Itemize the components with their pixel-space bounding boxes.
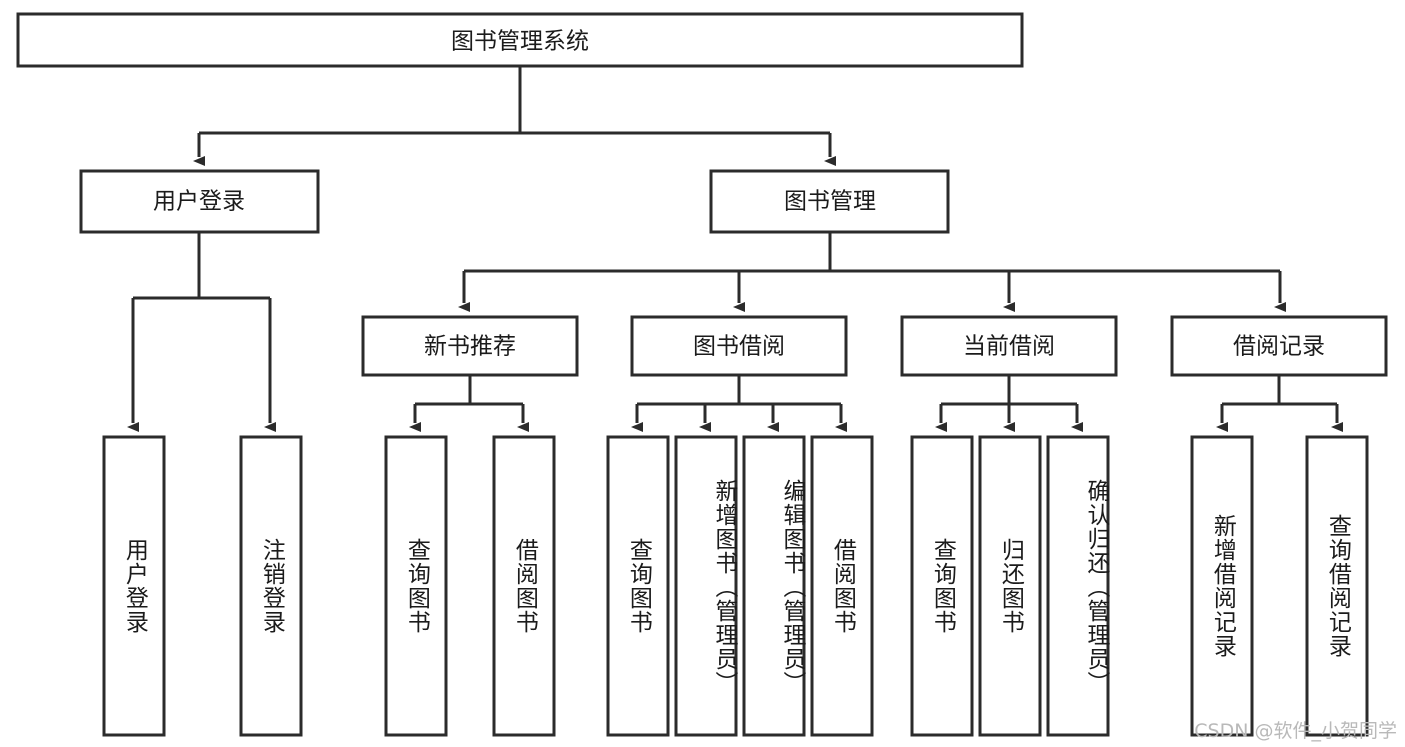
- node-book-management[interactable]: 图书管理: [709, 169, 950, 234]
- node-borrow-records-label: 借阅记录: [1233, 334, 1325, 360]
- leaf-book-borrow-3[interactable]: [810, 435, 874, 737]
- connector-currentborrow-bus: [935, 375, 1083, 432]
- leaf-user-login-0[interactable]: [102, 435, 166, 737]
- node-borrow-records[interactable]: 借阅记录: [1170, 315, 1388, 377]
- leaf-book-borrow-0[interactable]: [606, 435, 670, 737]
- connector-root-bus: [193, 131, 836, 166]
- node-book-borrow[interactable]: 图书借阅: [630, 315, 848, 377]
- leaf-borrow-records-1[interactable]: [1305, 435, 1369, 737]
- leaf-new-book-1[interactable]: [492, 435, 556, 737]
- node-book-borrow-label: 图书借阅: [693, 334, 785, 360]
- node-user-login[interactable]: 用户登录: [79, 169, 320, 234]
- leaf-current-borrow-2[interactable]: [1046, 435, 1110, 737]
- leaf-current-borrow-0[interactable]: [910, 435, 974, 737]
- connector-bookmgmt-bus: [458, 232, 1286, 312]
- leaf-new-book-0[interactable]: [384, 435, 448, 737]
- node-root[interactable]: 图书管理系统: [16, 12, 1024, 68]
- leaf-borrow-records-0[interactable]: [1190, 435, 1254, 737]
- node-current-borrow-label: 当前借阅: [963, 334, 1055, 360]
- node-new-book-recommend[interactable]: 新书推荐: [361, 315, 579, 377]
- connector-userlogin-stem: [127, 232, 276, 432]
- node-new-book-recommend-label: 新书推荐: [424, 334, 516, 360]
- node-user-login-label: 用户登录: [153, 189, 245, 215]
- leaf-current-borrow-1[interactable]: [978, 435, 1042, 737]
- connector-records-bus: [1216, 375, 1343, 432]
- node-current-borrow[interactable]: 当前借阅: [900, 315, 1118, 377]
- connector-bookborrow-bus: [631, 375, 847, 432]
- leaf-user-login-1[interactable]: [239, 435, 303, 737]
- node-root-label: 图书管理系统: [451, 29, 589, 55]
- connector-newbook-bus: [409, 375, 529, 432]
- node-book-management-label: 图书管理: [784, 189, 876, 215]
- leaf-book-borrow-2[interactable]: [742, 435, 806, 737]
- leaf-book-borrow-1[interactable]: [674, 435, 738, 737]
